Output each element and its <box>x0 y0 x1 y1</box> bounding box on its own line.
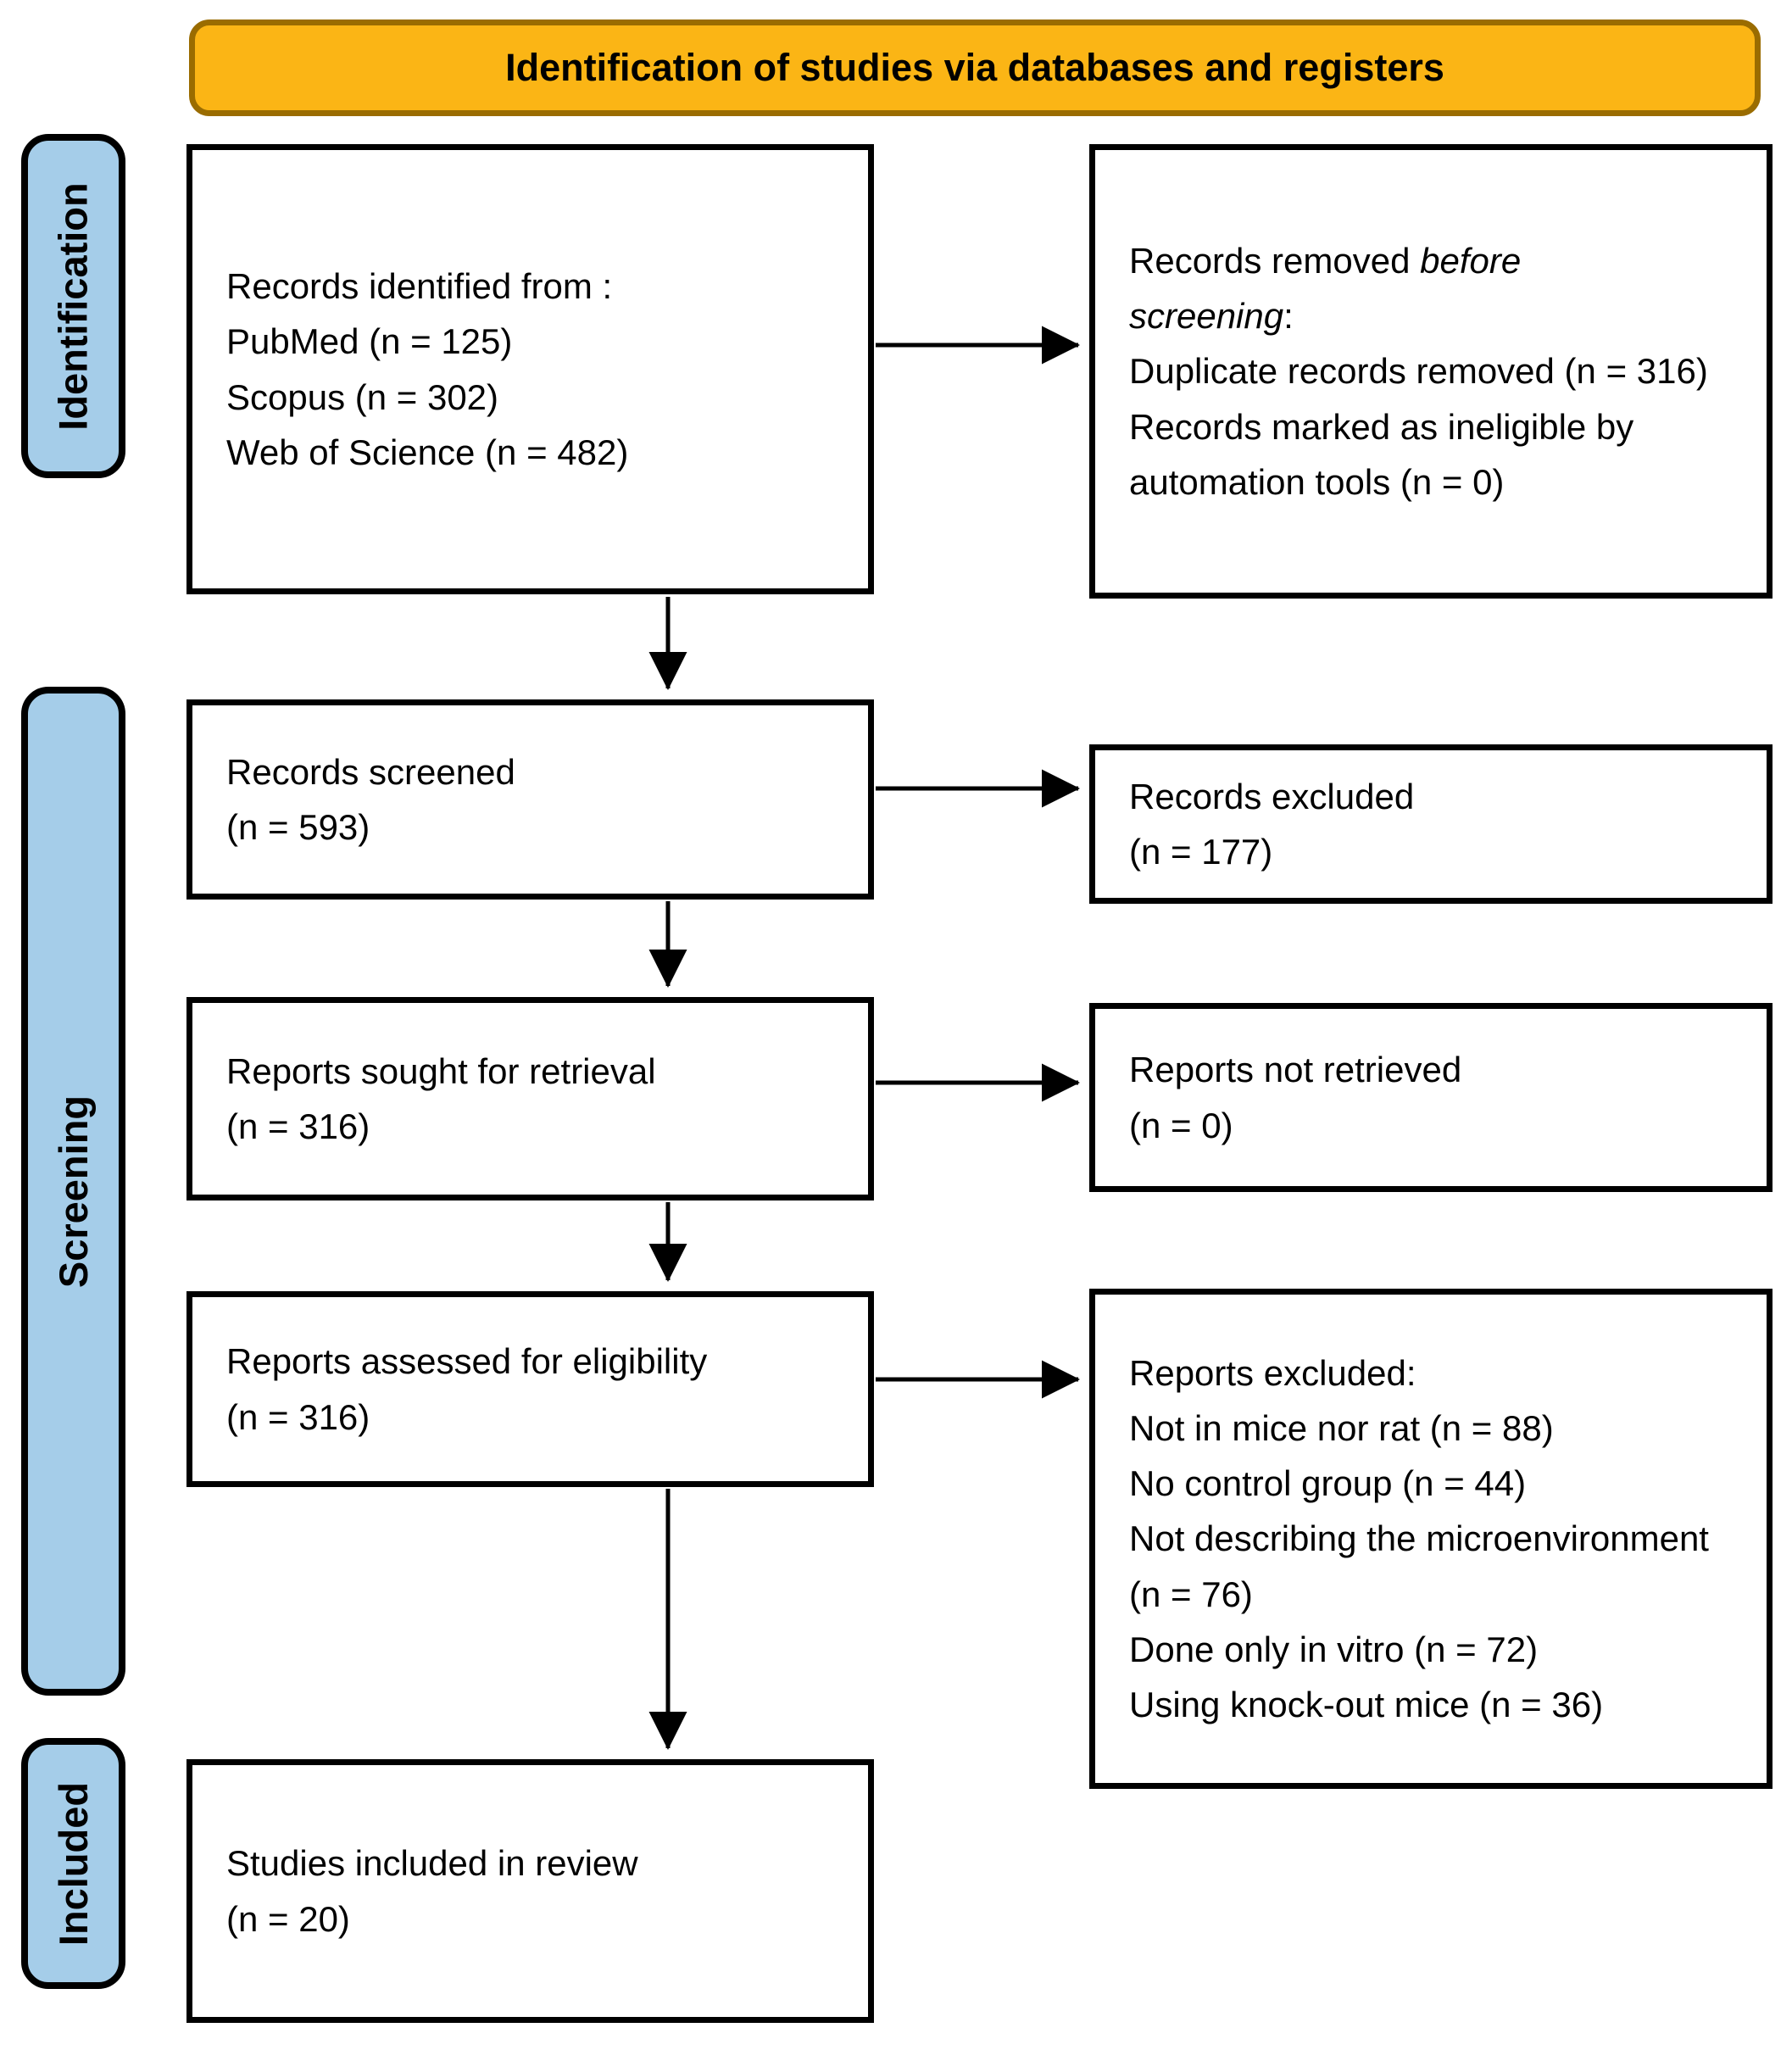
reports-excluded-title: Reports excluded: <box>1129 1353 1416 1394</box>
reports-sought-box: Reports sought for retrieval (n = 316) <box>186 997 874 1200</box>
stage-label-screening: Screening <box>21 687 125 1696</box>
records-excluded-box: Records excluded (n = 177) <box>1089 744 1773 904</box>
reports-assessed-box: Reports assessed for eligibility (n = 31… <box>186 1291 874 1487</box>
reports-assessed-line: (n = 316) <box>226 1396 370 1437</box>
stage-label-included: Included <box>21 1738 125 1989</box>
records-removed-title-line1: Records removed before <box>1129 233 1521 288</box>
records-excluded-line: (n = 177) <box>1129 832 1273 872</box>
records-removed-title-italic: before <box>1420 241 1522 281</box>
reports-excluded-item: Not in mice nor rat (n = 88) <box>1129 1408 1554 1449</box>
records-excluded-line: Records excluded <box>1129 776 1415 816</box>
records-screened-box: Records screened (n = 593) <box>186 699 874 900</box>
reports-excluded-item: Done only in vitro (n = 72) <box>1129 1629 1539 1669</box>
records-removed-title-italic2: screening <box>1129 296 1284 337</box>
records-removed-title-line2: screening: <box>1129 288 1294 343</box>
records-removed-item: Duplicate records removed (n = 316) <box>1129 351 1708 392</box>
stage-label-identification: Identification <box>21 134 125 478</box>
stage-label-included-text: Included <box>51 1781 97 1946</box>
reports-excluded-box: Reports excluded: Not in mice nor rat (n… <box>1089 1289 1773 1789</box>
records-identified-line: PubMed (n = 125) <box>226 321 513 362</box>
records-removed-title-suffix: : <box>1283 296 1294 337</box>
reports-not-retrieved-box: Reports not retrieved (n = 0) <box>1089 1003 1773 1192</box>
reports-excluded-item: No control group (n = 44) <box>1129 1463 1527 1504</box>
reports-sought-line: Reports sought for retrieval <box>226 1050 656 1091</box>
records-identified-box: Records identified from : PubMed (n = 12… <box>186 144 874 594</box>
header-title: Identification of studies via databases … <box>505 46 1444 89</box>
stage-label-identification-text: Identification <box>51 181 97 431</box>
records-identified-line: Scopus (n = 302) <box>226 376 499 417</box>
reports-assessed-line: Reports assessed for eligibility <box>226 1341 708 1382</box>
reports-excluded-item: Using knock-out mice (n = 36) <box>1129 1684 1604 1724</box>
reports-not-retrieved-line: (n = 0) <box>1129 1105 1233 1145</box>
header-banner: Identification of studies via databases … <box>189 19 1761 116</box>
reports-sought-line: (n = 316) <box>226 1106 370 1146</box>
records-identified-line: Web of Science (n = 482) <box>226 432 629 472</box>
records-removed-title-prefix: Records removed <box>1129 241 1421 281</box>
stage-label-screening-text: Screening <box>51 1095 96 1288</box>
studies-included-line: (n = 20) <box>226 1898 350 1939</box>
reports-excluded-item: Not describing the microenvironment (n =… <box>1129 1518 1709 1614</box>
studies-included-line: Studies included in review <box>226 1843 638 1884</box>
records-identified-line: Records identified from : <box>226 266 613 307</box>
reports-not-retrieved-line: Reports not retrieved <box>1129 1050 1462 1090</box>
records-screened-line: Records screened <box>226 751 515 792</box>
records-screened-line: (n = 593) <box>226 807 370 847</box>
studies-included-box: Studies included in review (n = 20) <box>186 1759 874 2023</box>
records-removed-item: Records marked as ineligible by automati… <box>1129 406 1634 502</box>
records-removed-box: Records removed before screening: Duplic… <box>1089 144 1773 599</box>
